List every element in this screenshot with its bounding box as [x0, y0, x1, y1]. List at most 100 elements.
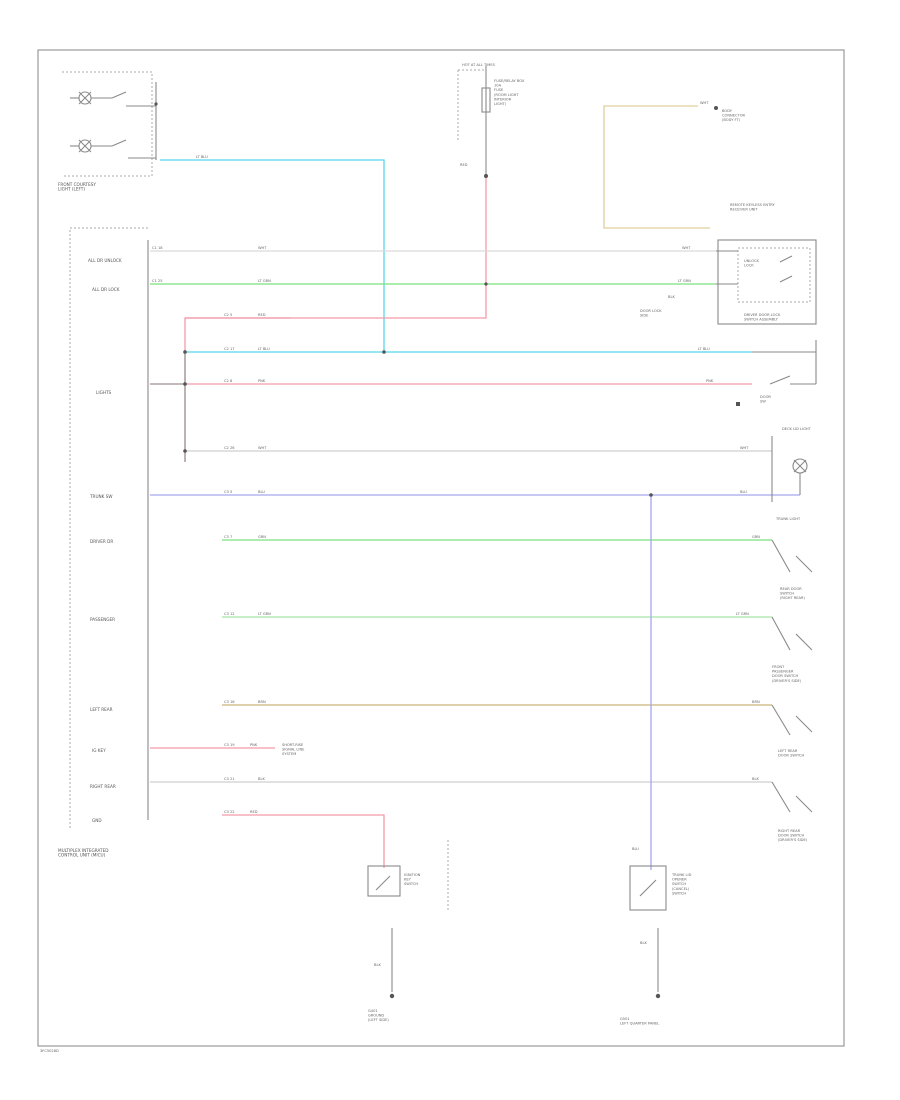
ground-icon [389, 993, 395, 999]
svg-text:PNK: PNK [258, 379, 266, 383]
rr-door-switch [771, 539, 813, 573]
svg-text:WHT: WHT [740, 446, 749, 450]
switch-icon [111, 139, 127, 147]
svg-text:LT BLU: LT BLU [258, 347, 270, 351]
deck-lid-light-label: DECK LID LIGHT [782, 427, 812, 431]
svg-text:LT GRN: LT GRN [736, 612, 749, 616]
svg-text:C3 5: C3 5 [224, 490, 232, 494]
key-code: BLK [374, 963, 381, 967]
module-pin: PASSENGER [90, 617, 115, 622]
diagram-frame [37, 49, 845, 1047]
svg-text:BRN: BRN [752, 700, 760, 704]
svg-text:BRN: BRN [258, 700, 266, 704]
svg-text:WHT: WHT [258, 246, 267, 250]
svg-text:WHT: WHT [258, 446, 267, 450]
junction-dot [382, 350, 386, 354]
wire-code-labels: C1 18 WHT C1 25 LT GRN C2 5 RED C2 17 LT BLU… [152, 155, 271, 814]
junction-dot [183, 449, 187, 453]
svg-text:GRN: GRN [258, 535, 266, 539]
blk-code-2: BLK [640, 941, 647, 945]
svg-text:LT GRN: LT GRN [258, 279, 271, 283]
module-pin: TRUNK SW [89, 494, 113, 499]
switch-icon [779, 255, 793, 263]
blk-code: BLK [668, 295, 675, 299]
svg-text:C3 21: C3 21 [224, 777, 235, 781]
svg-text:C2 5: C2 5 [224, 313, 232, 317]
svg-text:PNK: PNK [250, 743, 258, 747]
fuse-block [457, 66, 491, 178]
junction-dot [183, 382, 187, 386]
svg-text:BLK: BLK [258, 777, 265, 781]
svg-text:C1 18: C1 18 [152, 246, 163, 250]
svg-text:LT BLU: LT BLU [196, 155, 208, 159]
violet-code: BLU [632, 847, 639, 851]
door-switch [736, 340, 817, 406]
ground-icon [736, 402, 740, 406]
svg-text:C1 25: C1 25 [152, 279, 163, 283]
svg-text:C2 26: C2 26 [224, 446, 235, 450]
svg-text:WHT: WHT [682, 246, 691, 250]
junction-dot [183, 350, 187, 354]
switch-icon [795, 715, 813, 733]
left-rear-switch [771, 704, 813, 736]
svg-text:C3 7: C3 7 [224, 535, 232, 539]
module-pin: RIGHT REAR [90, 784, 116, 789]
svg-text:RED: RED [258, 313, 266, 317]
svg-text:C3 16: C3 16 [224, 700, 235, 704]
body-connector [714, 106, 718, 110]
switch-icon [795, 795, 813, 813]
switch-icon [769, 375, 791, 385]
driver-door-lock-switch [716, 239, 817, 325]
red-code: RED [460, 163, 468, 167]
svg-text:LT GRN: LT GRN [258, 612, 271, 616]
wire-red-ignition [222, 814, 385, 868]
switch-icon [639, 879, 657, 897]
module-outline [69, 227, 148, 830]
switch-icon [779, 275, 793, 283]
svg-text:C2 17: C2 17 [224, 347, 235, 351]
fuse-icon [481, 87, 491, 113]
switch-icon [795, 555, 813, 573]
svg-text:LT BLU: LT BLU [698, 347, 710, 351]
trunk-light [771, 436, 808, 502]
figure-id: 3FC5028D [40, 1049, 59, 1053]
right-rear-switch [771, 781, 813, 813]
svg-text:C3 19: C3 19 [224, 743, 235, 747]
svg-text:LT GRN: LT GRN [678, 279, 691, 283]
switch-icon [795, 633, 813, 651]
svg-text:BLU: BLU [258, 490, 265, 494]
svg-text:PNK: PNK [706, 379, 714, 383]
module-pin: LEFT REAR [90, 707, 113, 712]
front-passenger-switch [771, 616, 813, 651]
trunk-light-label: TRUNK LIGHT [775, 517, 801, 521]
svg-text:C3 12: C3 12 [224, 612, 235, 616]
trunk-opener-switch [629, 865, 667, 999]
module-pin: IG KEY [92, 748, 106, 753]
module-pin: ALL DR UNLOCK [88, 258, 122, 263]
fuse-top-label: HOT AT ALL TIMES [462, 63, 496, 67]
wire-tan-top [603, 105, 710, 229]
module-pin: LIGHTS [96, 390, 112, 395]
right-wire-codes: WHT LT GRN LT BLU PNK WHT BLU GRN LT GRN… [678, 101, 760, 781]
junction-dot [484, 282, 488, 286]
module-pin: ALL DR LOCK [92, 287, 120, 292]
svg-text:BLK: BLK [752, 777, 759, 781]
ignition-key-switch [367, 840, 449, 999]
svg-text:WHT: WHT [700, 101, 709, 105]
